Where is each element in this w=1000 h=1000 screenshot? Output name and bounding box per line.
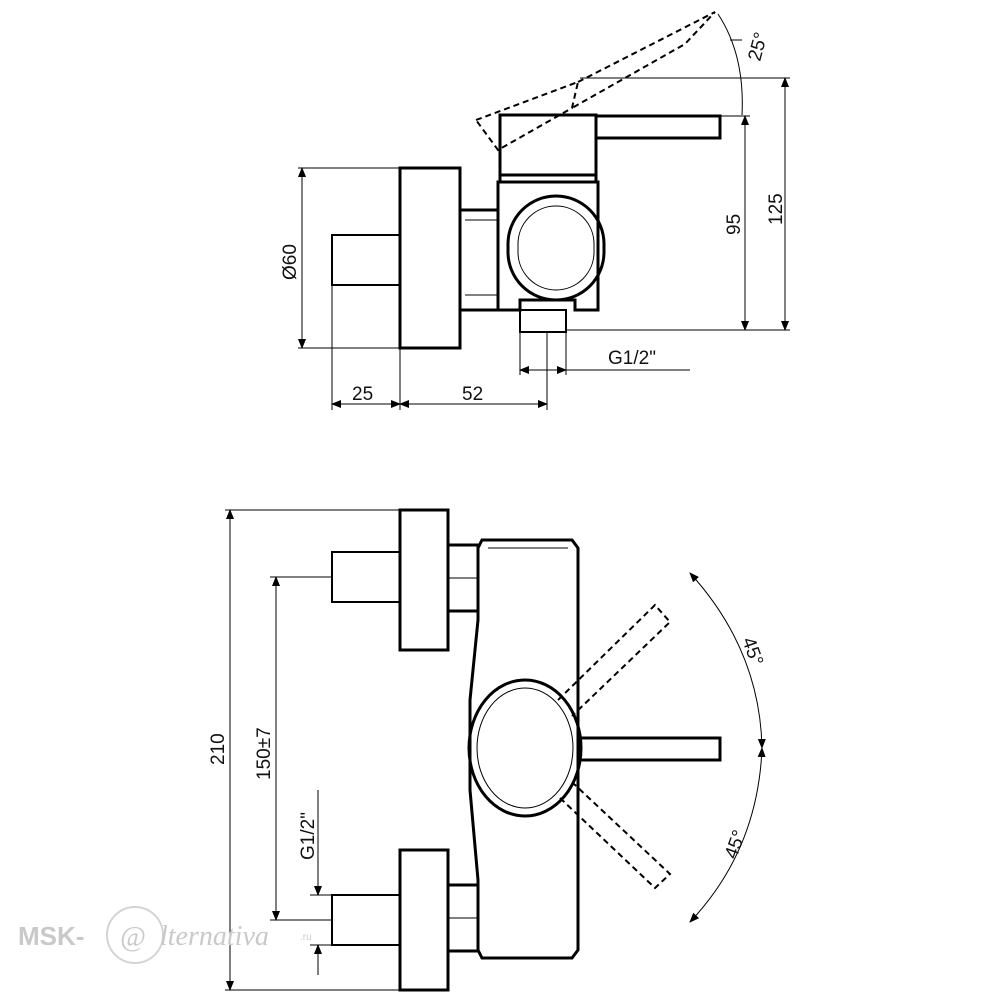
side-view: 25° 95 125 Ø60 25 52 G1/2" <box>280 11 790 410</box>
front-lower-flange <box>398 848 450 992</box>
front-handle-disc <box>467 678 583 818</box>
side-lever-raised <box>474 80 580 152</box>
dim-height-95: 95 <box>724 214 745 235</box>
front-lever <box>576 736 722 762</box>
watermark-logo: MSK- @ lternativa .ru <box>18 906 312 964</box>
front-lever-up <box>557 603 672 717</box>
side-lever <box>594 114 722 140</box>
front-lower-thread <box>331 894 401 946</box>
side-body <box>496 180 600 312</box>
side-outlet-thread <box>519 309 567 333</box>
dim-total-210: 210 <box>208 733 229 765</box>
dim-thread-top: G1/2" <box>608 348 656 369</box>
side-inlet-thread <box>331 234 401 286</box>
dim-length-25: 25 <box>352 384 373 405</box>
front-lever-down <box>559 783 672 890</box>
front-body <box>468 538 580 960</box>
side-cartridge <box>498 113 598 184</box>
dim-height-125: 125 <box>766 193 787 225</box>
dim-angle-upper: 45° <box>737 635 767 669</box>
dim-diameter-60: Ø60 <box>280 244 301 280</box>
dim-length-52: 52 <box>462 384 483 405</box>
front-upper-thread <box>331 551 401 603</box>
dim-thread-bottom: G1/2" <box>298 812 319 860</box>
side-wall-flange <box>398 166 462 350</box>
dim-spacing-150: 150±7 <box>254 727 275 780</box>
dim-top-angle: 25° <box>745 30 773 63</box>
front-upper-flange <box>398 508 450 652</box>
svg-text:MSK-: MSK- <box>18 921 84 951</box>
svg-text:.ru: .ru <box>300 932 312 943</box>
svg-text:@: @ <box>120 922 146 953</box>
side-knob <box>506 194 606 302</box>
front-view: 45° 45° 210 150±7 G1/2" <box>208 508 767 992</box>
svg-text:lternativa: lternativa <box>160 921 269 952</box>
